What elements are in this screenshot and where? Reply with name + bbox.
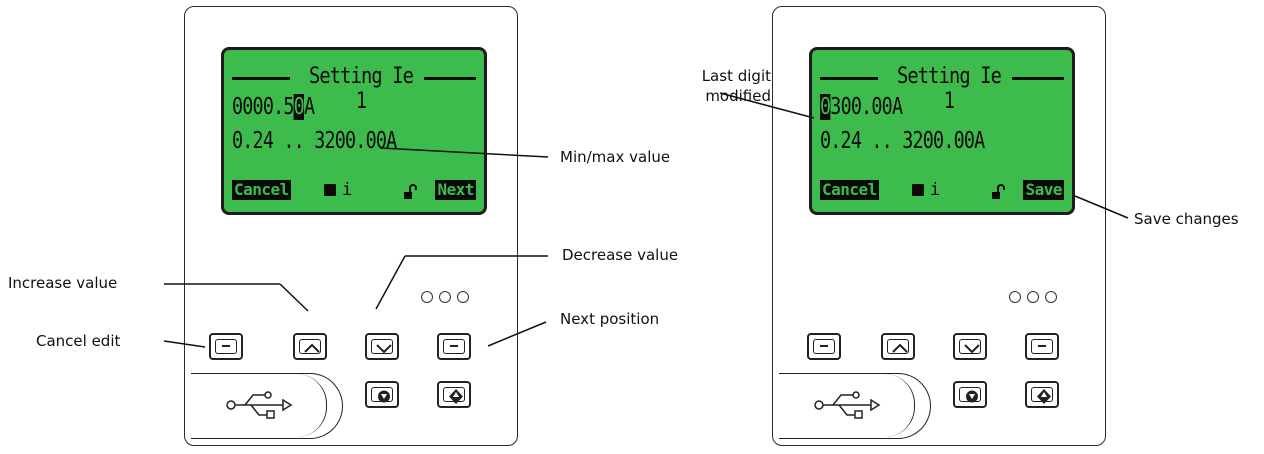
cancel-button[interactable] xyxy=(209,333,243,360)
info-icon: i xyxy=(342,180,353,200)
led-indicator xyxy=(1027,291,1039,303)
up-button[interactable] xyxy=(293,333,327,360)
right-softkey-button[interactable] xyxy=(437,333,471,360)
screen-title-text: Setting Ie 1 xyxy=(308,64,414,114)
start-button[interactable] xyxy=(437,381,471,408)
stop-icon xyxy=(966,390,978,403)
chevron-down-icon xyxy=(964,344,980,354)
setting-value: 0000.50A xyxy=(232,94,315,120)
led-indicator xyxy=(439,291,451,303)
start-icon xyxy=(449,389,463,404)
edit-cursor: 0 xyxy=(820,94,831,120)
setting-range: 0.24 .. 3200.00A xyxy=(820,128,985,154)
callout-next: Next position xyxy=(560,310,660,328)
screen-title-text: Setting Ie 1 xyxy=(896,64,1002,114)
callout-decrease: Decrease value xyxy=(562,246,679,264)
lcd-screen: Setting Ie 1 0300.00A 0.24 .. 3200.00A C… xyxy=(809,47,1075,215)
callout-min-max: Min/max value xyxy=(560,148,671,166)
start-button[interactable] xyxy=(1025,381,1059,408)
usb-icon xyxy=(226,391,293,419)
led-indicator xyxy=(457,291,469,303)
unlocked-padlock-icon xyxy=(404,184,417,199)
up-button[interactable] xyxy=(881,333,915,360)
softkey-next: Next xyxy=(435,180,476,200)
softkey-cancel: Cancel xyxy=(232,180,291,200)
chevron-up-icon xyxy=(892,343,908,353)
chevron-up-icon xyxy=(304,343,320,353)
callout-cancel: Cancel edit xyxy=(36,332,121,350)
status-square-icon xyxy=(912,184,924,196)
start-icon xyxy=(1037,389,1051,404)
callout-last-digit: Last digit modified xyxy=(701,67,771,105)
softkey-cancel: Cancel xyxy=(820,180,879,200)
lcd-screen: Setting Ie 1 0000.50A 0.24 .. 3200.00A C… xyxy=(221,47,487,215)
status-square-icon xyxy=(324,184,336,196)
stop-button[interactable] xyxy=(953,381,987,408)
screen-title: Setting Ie 1 xyxy=(812,64,1072,114)
info-icon: i xyxy=(930,180,941,200)
down-button[interactable] xyxy=(365,333,399,360)
stop-icon xyxy=(378,390,390,403)
led-indicator xyxy=(1045,291,1057,303)
chevron-down-icon xyxy=(376,344,392,354)
callout-save: Save changes xyxy=(1134,210,1239,228)
callout-increase: Increase value xyxy=(8,274,118,292)
led-indicator xyxy=(421,291,433,303)
setting-range: 0.24 .. 3200.00A xyxy=(232,128,397,154)
right-softkey-button[interactable] xyxy=(1025,333,1059,360)
usb-port-cover[interactable] xyxy=(191,373,343,439)
softkey-bar: Cancel i Next xyxy=(232,180,476,202)
unlocked-padlock-icon xyxy=(992,184,1005,199)
cancel-button[interactable] xyxy=(807,333,841,360)
softkey-save: Save xyxy=(1023,180,1064,200)
edit-cursor: 0 xyxy=(293,94,305,120)
stop-button[interactable] xyxy=(365,381,399,408)
down-button[interactable] xyxy=(953,333,987,360)
screen-title: Setting Ie 1 xyxy=(224,64,484,114)
device-panel-left: Setting Ie 1 0000.50A 0.24 .. 3200.00A C… xyxy=(184,6,518,446)
led-indicator xyxy=(1009,291,1021,303)
softkey-bar: Cancel i Save xyxy=(820,180,1064,202)
setting-value: 0300.00A xyxy=(820,94,903,120)
usb-icon xyxy=(814,391,881,419)
usb-port-cover[interactable] xyxy=(779,373,931,439)
device-panel-right: Setting Ie 1 0300.00A 0.24 .. 3200.00A C… xyxy=(772,6,1106,446)
